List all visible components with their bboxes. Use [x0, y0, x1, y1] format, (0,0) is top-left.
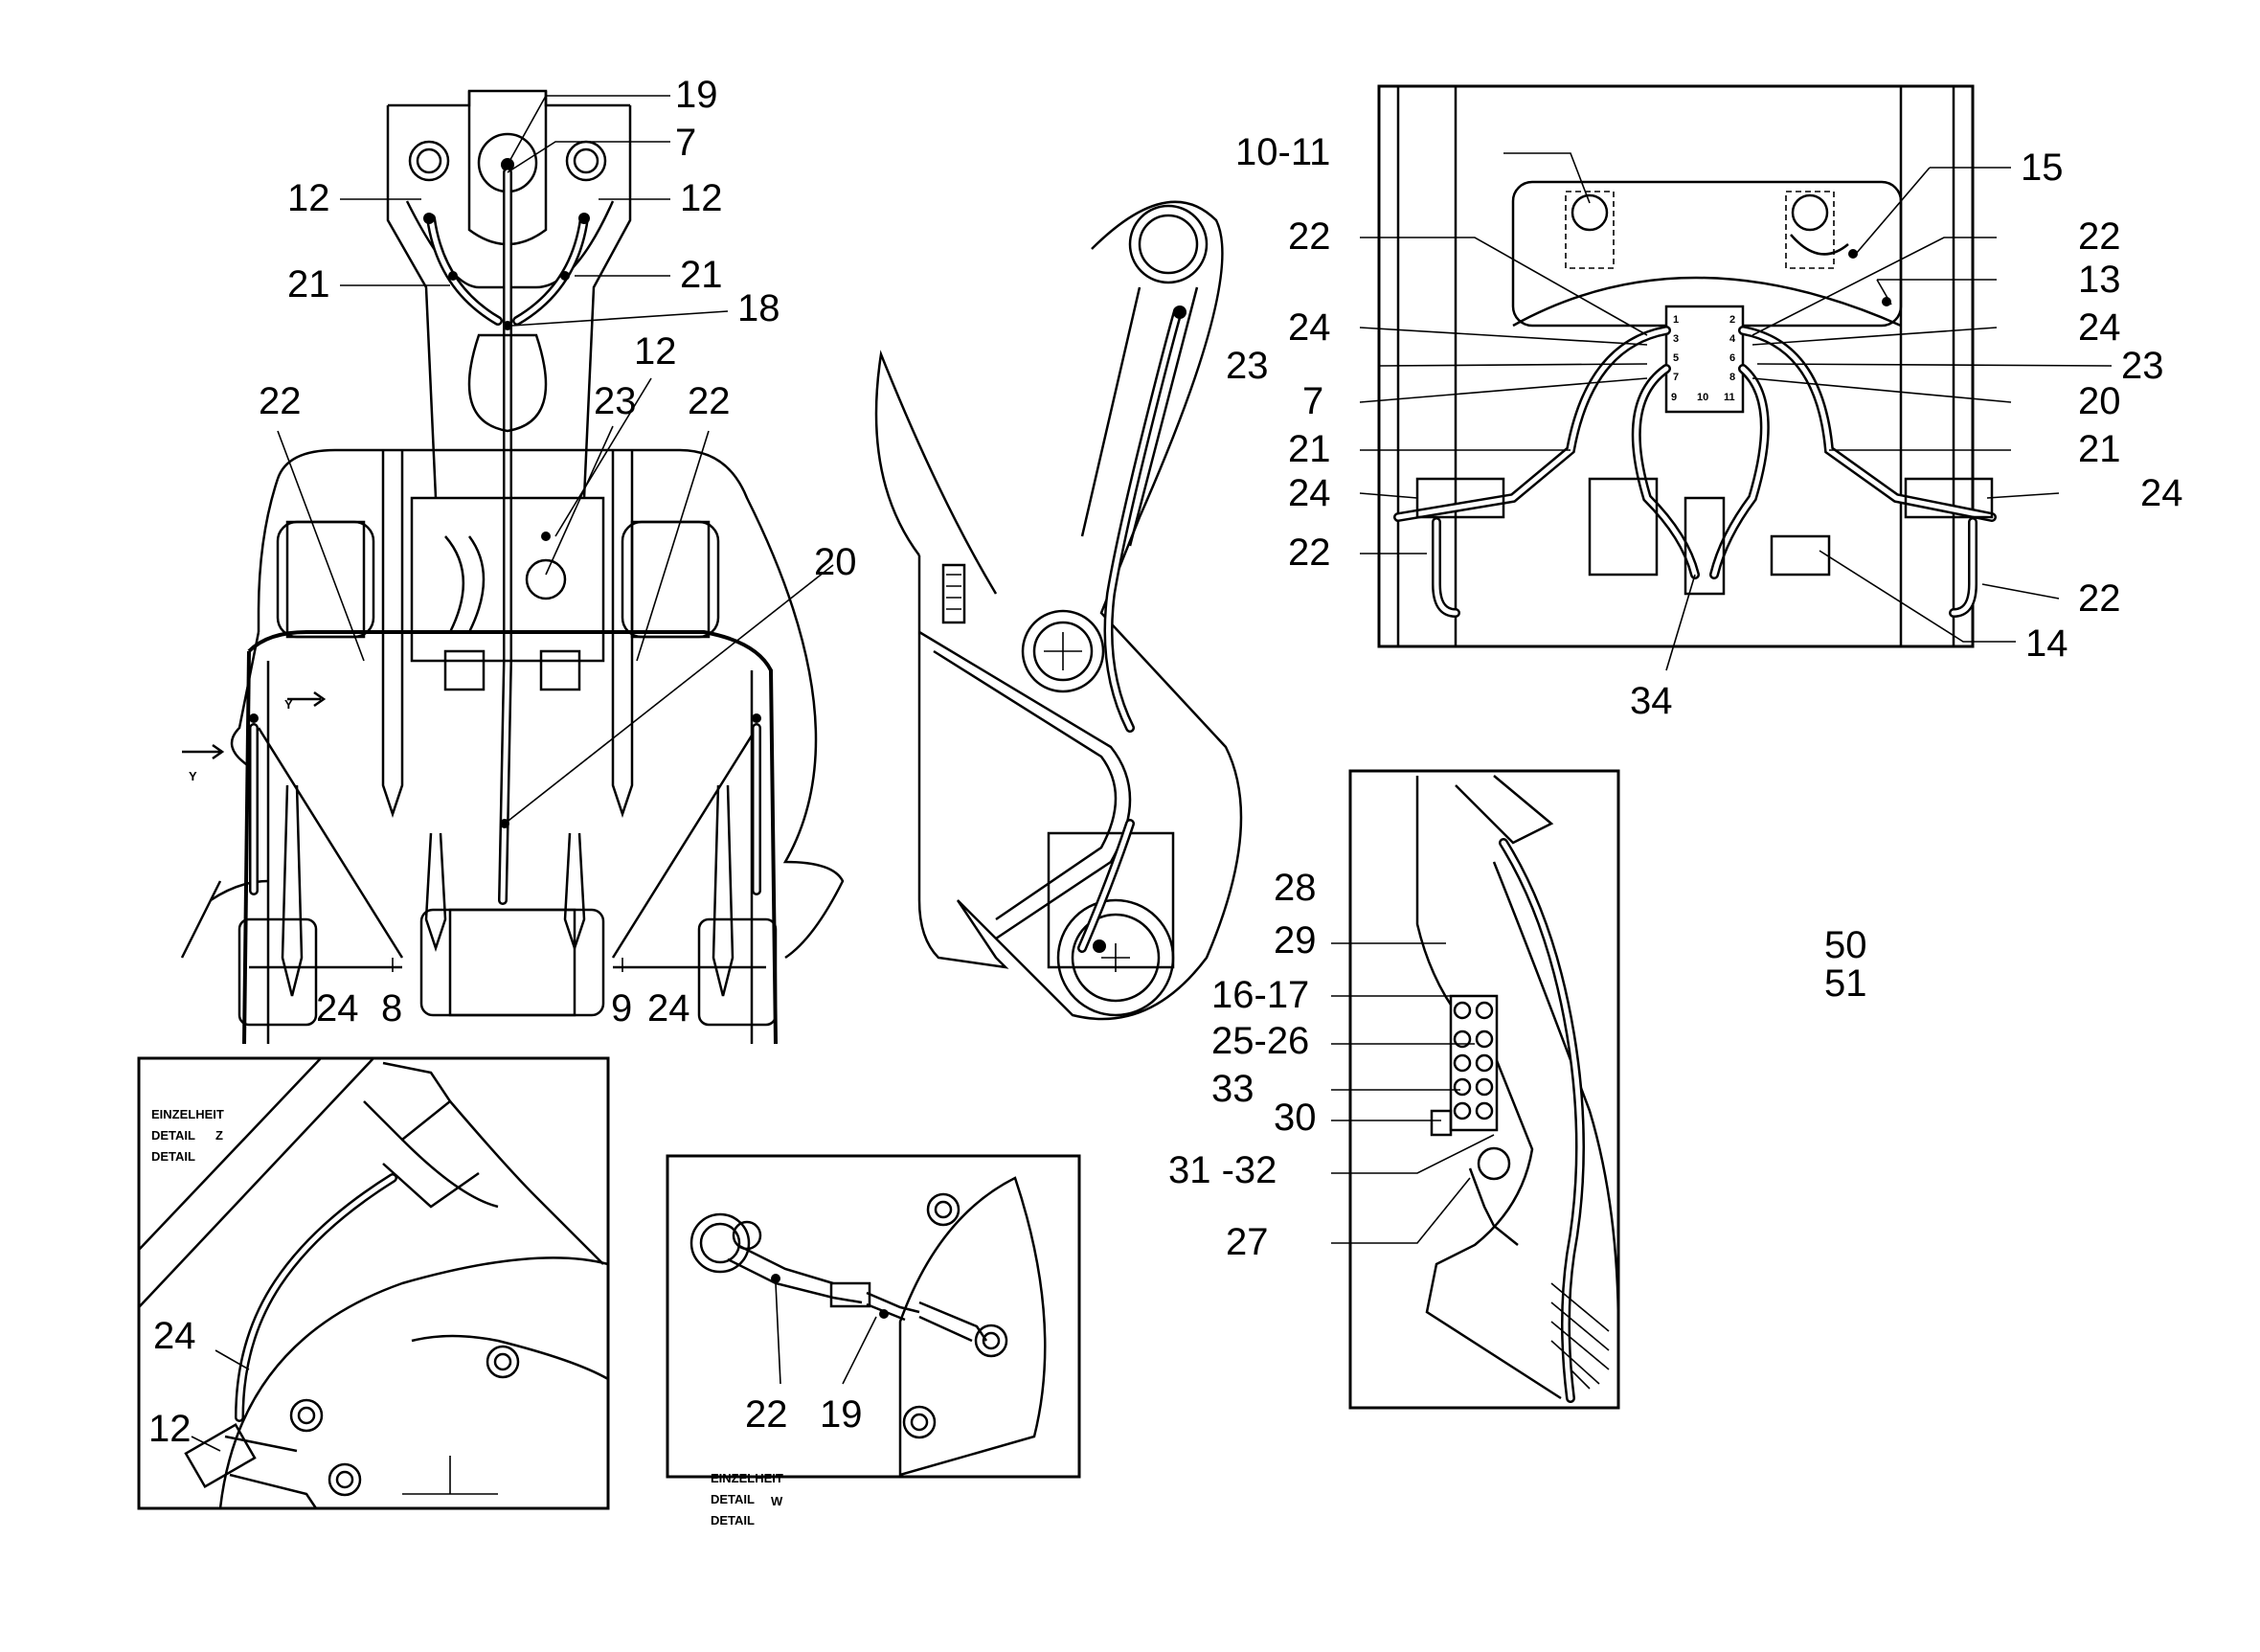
callout-24-upper-left: 24 — [1288, 306, 1331, 349]
block-port-7: 7 — [1673, 372, 1679, 383]
block-port-1: 1 — [1673, 314, 1679, 326]
callout-21-left: 21 — [287, 263, 330, 306]
detail-right: 28 29 16-17 25-26 33 30 31 -32 27 — [1168, 769, 1620, 1410]
callout-29: 29 — [1274, 919, 1317, 962]
callout-9: 9 — [611, 987, 632, 1030]
detail-w-caption-3: DETAIL — [711, 1513, 755, 1528]
callout-7: 7 — [675, 122, 696, 164]
callout-16-17: 16-17 — [1211, 974, 1309, 1016]
callout-24-detail-z: 24 — [153, 1315, 196, 1357]
block-port-2: 2 — [1729, 314, 1735, 326]
y-marker-lower: Y — [189, 769, 197, 783]
callout-12-detail-z: 12 — [148, 1408, 192, 1450]
callout-28: 28 — [1274, 867, 1317, 909]
y-marker-upper: Y — [284, 697, 293, 712]
callout-21-right-view: 21 — [2078, 428, 2121, 470]
detail-z-letter: Z — [215, 1128, 223, 1143]
top-right-view: 1 2 3 4 5 6 7 8 9 10 11 — [1226, 84, 2183, 722]
callout-7-right-view: 7 — [1302, 380, 1323, 422]
callout-23-right: 23 — [2121, 345, 2164, 387]
callout-25-26: 25-26 — [1211, 1020, 1309, 1062]
callout-22-lower-right: 22 — [2078, 577, 2121, 620]
block-port-3: 3 — [1673, 333, 1679, 345]
callout-14: 14 — [2025, 622, 2068, 665]
callout-33: 33 — [1211, 1068, 1254, 1110]
block-port-10: 10 — [1697, 392, 1708, 403]
callout-23-left: 23 — [1226, 345, 1269, 387]
callout-34: 34 — [1630, 680, 1673, 722]
page-number-51: 51 — [1824, 962, 1867, 1005]
callout-23: 23 — [594, 380, 637, 422]
callout-27: 27 — [1226, 1221, 1269, 1263]
callout-24-upper-right: 24 — [2078, 306, 2121, 349]
detail-w-caption-1: EINZELHEIT — [711, 1471, 783, 1485]
callout-20-right-view: 20 — [2078, 380, 2121, 422]
detail-z-caption-1: EINZELHEIT — [151, 1107, 224, 1121]
block-port-6: 6 — [1729, 352, 1735, 364]
callout-18: 18 — [737, 287, 780, 329]
callout-22-detail-w: 22 — [745, 1393, 788, 1436]
block-port-5: 5 — [1673, 352, 1679, 364]
callout-12-right: 12 — [680, 177, 723, 219]
callout-24-lower-right: 24 — [2140, 472, 2183, 514]
callout-31-32: 31 -32 — [1168, 1149, 1277, 1191]
page-number-50: 50 — [1824, 924, 1867, 966]
callout-22-right: 22 — [688, 380, 731, 422]
detail-z-caption-3: DETAIL — [151, 1149, 195, 1164]
callout-8: 8 — [381, 987, 402, 1030]
front-view: 19 7 12 12 21 21 18 12 22 23 22 20 24 8 … — [180, 74, 857, 1045]
callout-19-detail-w: 19 — [820, 1393, 863, 1436]
callout-30: 30 — [1274, 1097, 1317, 1139]
detail-z-caption-2: DETAIL — [151, 1128, 195, 1143]
detail-w: 22 19 EINZELHEIT DETAIL W DETAIL — [666, 1154, 1081, 1528]
callout-24-left: 24 — [316, 987, 359, 1030]
side-view — [874, 200, 1243, 1021]
detail-z: EINZELHEIT DETAIL Z DETAIL 24 12 — [137, 1056, 610, 1510]
callout-10-11: 10-11 — [1235, 131, 1330, 173]
callout-12-center: 12 — [634, 330, 677, 373]
callout-19: 19 — [675, 74, 718, 116]
callout-13: 13 — [2078, 259, 2121, 301]
block-port-11: 11 — [1724, 392, 1735, 403]
callout-20: 20 — [814, 541, 857, 583]
callout-22-left: 22 — [259, 380, 302, 422]
callout-24-lower-left: 24 — [1288, 472, 1331, 514]
callout-12-left: 12 — [287, 177, 330, 219]
callout-21-left-view: 21 — [1288, 428, 1331, 470]
callout-22-top-left: 22 — [1288, 215, 1331, 258]
block-port-4: 4 — [1729, 333, 1736, 345]
callout-22-top-right: 22 — [2078, 215, 2121, 258]
block-port-9: 9 — [1671, 392, 1677, 403]
callout-15: 15 — [2021, 147, 2064, 189]
callout-24-right: 24 — [647, 987, 690, 1030]
block-port-8: 8 — [1729, 372, 1735, 383]
detail-w-caption-2: DETAIL — [711, 1492, 755, 1506]
callout-22-lower-left: 22 — [1288, 532, 1331, 574]
callout-21-right: 21 — [680, 254, 723, 296]
detail-w-letter: W — [771, 1494, 783, 1508]
